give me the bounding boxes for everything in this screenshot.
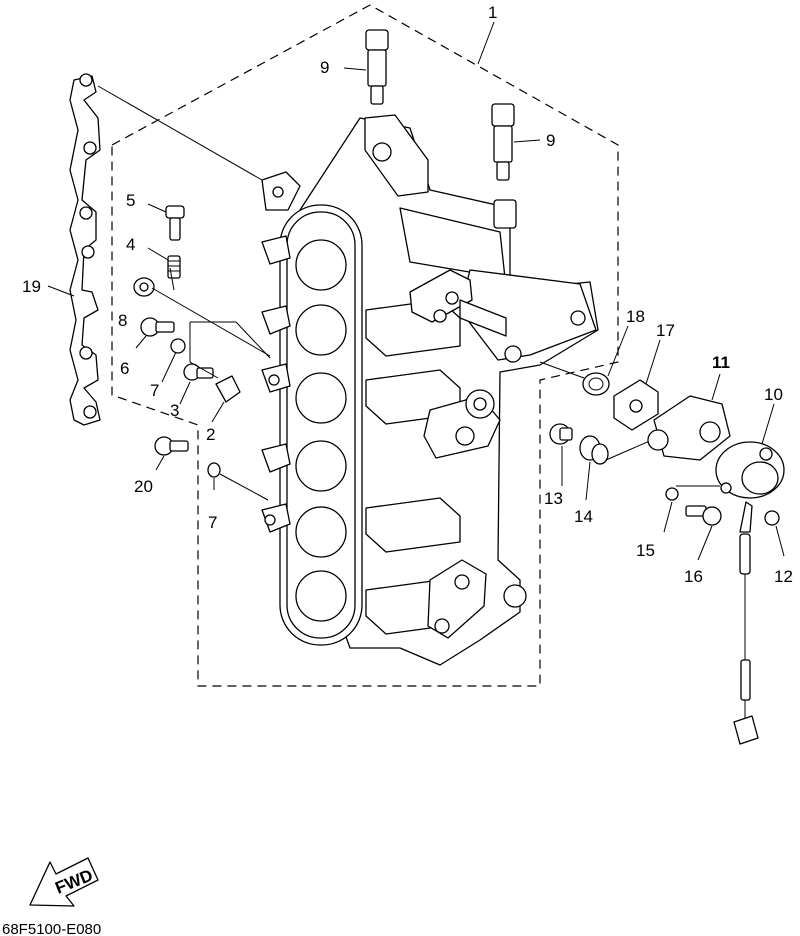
part-10-throttle-position-sensor xyxy=(715,441,785,533)
callout-5: 5 xyxy=(126,191,135,210)
part-15-washer xyxy=(665,487,679,501)
part-7-washer-a xyxy=(170,338,186,354)
part-1-bore-flange xyxy=(261,171,363,646)
callout-4: 4 xyxy=(126,235,135,254)
callout-17: 17 xyxy=(656,321,675,340)
callout-9a: 9 xyxy=(320,58,329,77)
callout-8: 8 xyxy=(118,311,127,330)
callout-16: 16 xyxy=(684,567,703,586)
part-8-pin xyxy=(133,277,155,297)
callout-2: 2 xyxy=(206,425,215,444)
callout-9b: 9 xyxy=(546,131,555,150)
callout-20: 20 xyxy=(134,477,153,496)
drawing-code: 68F5100-E080 xyxy=(2,921,101,936)
part-9-collar-right xyxy=(491,103,515,181)
part-2-nut xyxy=(215,375,241,403)
part-3-screw xyxy=(183,363,214,381)
part-14-bushing xyxy=(579,435,609,465)
callout-18: 18 xyxy=(626,307,645,326)
part-20-bolt xyxy=(154,436,189,456)
callout-19: 19 xyxy=(22,277,41,296)
assembly-boundary xyxy=(111,4,619,687)
part-9-collar-left xyxy=(365,29,389,105)
part-6-bolt xyxy=(140,317,175,337)
callout-1: 1 xyxy=(488,3,497,22)
callout-11: 11 xyxy=(712,353,730,372)
part-1-throttle-body xyxy=(299,114,599,666)
callout-7b: 7 xyxy=(208,513,217,532)
fwd-label: FWD xyxy=(53,866,96,898)
part-16-screw xyxy=(685,505,722,526)
callout-10: 10 xyxy=(764,385,783,404)
part-18-spring xyxy=(582,372,610,396)
part-12-screw xyxy=(764,510,780,526)
part-5-screw xyxy=(165,205,185,241)
callout-12: 12 xyxy=(774,567,793,586)
fwd-arrow-icon: FWD xyxy=(29,857,99,907)
callout-3: 3 xyxy=(170,401,179,420)
part-13-collar xyxy=(549,423,573,445)
callout-6: 6 xyxy=(120,359,129,378)
part-19-link-rod xyxy=(69,73,101,426)
part-11-bracket xyxy=(647,395,731,461)
callout-13: 13 xyxy=(544,489,563,508)
part-17-lever xyxy=(613,379,659,431)
part-4-spring xyxy=(167,255,181,279)
part-7-washer-b xyxy=(207,462,221,478)
callout-14: 14 xyxy=(574,507,593,526)
callout-15: 15 xyxy=(636,541,655,560)
sensor-cable xyxy=(733,533,759,745)
callout-7a: 7 xyxy=(150,381,159,400)
